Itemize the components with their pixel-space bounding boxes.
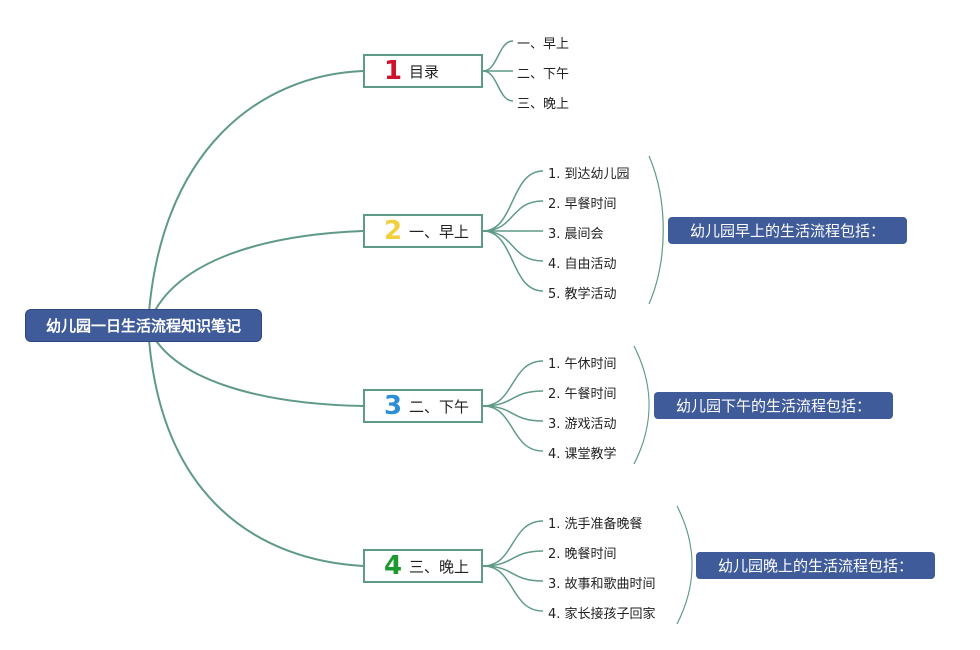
branch-3-item-1[interactable]: 1. 午休时间	[548, 357, 617, 372]
root-topic[interactable]: 幼儿园一日生活流程知识笔记	[25, 309, 262, 342]
branch-4-summary-text: 幼儿园晚上的生活流程包括：	[717, 557, 913, 575]
connector-b4-leaf3	[482, 565, 544, 582]
branch-1-item-2[interactable]: 二、下午	[517, 67, 570, 82]
branch-2-item-3[interactable]: 3. 晨间会	[548, 227, 604, 242]
number-3-icon: 3	[383, 391, 403, 421]
branch-1-topic[interactable]: 1 目录	[363, 54, 483, 88]
branch-2-item-4[interactable]: 4. 自由活动	[548, 257, 617, 272]
branch-2-topic[interactable]: 2 一、早上	[363, 214, 483, 248]
branch-3-item-4[interactable]: 4. 课堂教学	[548, 447, 617, 462]
connector-b2-leaf5	[482, 230, 544, 292]
branch-2-summary[interactable]: 幼儿园早上的生活流程包括：	[668, 217, 907, 244]
branch-4-summary[interactable]: 幼儿园晚上的生活流程包括：	[696, 552, 935, 579]
branch-4-item-4[interactable]: 4. 家长接孩子回家	[548, 607, 656, 622]
branch-4-label: 三、晚上	[409, 557, 470, 576]
bracket-b4	[676, 505, 693, 625]
branch-2-label: 一、早上	[409, 222, 470, 241]
connector-b4-leaf4	[482, 565, 544, 612]
bracket-b2	[648, 155, 664, 305]
branch-4-item-1[interactable]: 1. 洗手准备晚餐	[548, 517, 643, 532]
branch-4-topic[interactable]: 4 三、晚上	[363, 549, 483, 583]
connector-b1-leaf1	[482, 40, 514, 72]
connector-b2-leaf2	[482, 200, 544, 232]
connector-b4-leaf1	[482, 520, 544, 567]
connector-b3-leaf4	[482, 405, 544, 452]
connector-b2-leaf4	[482, 230, 544, 262]
connector-root-b3	[147, 325, 364, 407]
connector-b3-leaf2	[482, 390, 544, 407]
connector-b2-leaf1	[482, 170, 544, 232]
branch-2-summary-text: 幼儿园早上的生活流程包括：	[689, 222, 885, 240]
bracket-b3	[633, 345, 650, 465]
connector-b3-leaf3	[482, 405, 544, 422]
branch-3-topic[interactable]: 3 二、下午	[363, 389, 483, 423]
branch-3-item-2[interactable]: 2. 午餐时间	[548, 387, 617, 402]
branch-1-label: 目录	[409, 62, 440, 81]
branch-3-summary[interactable]: 幼儿园下午的生活流程包括：	[654, 392, 893, 419]
branch-4-item-3[interactable]: 3. 故事和歌曲时间	[548, 577, 656, 592]
connector-root-b4	[147, 325, 364, 567]
number-1-icon: 1	[383, 56, 403, 86]
connector-root-b1	[147, 70, 364, 327]
branch-2-item-5[interactable]: 5. 教学活动	[548, 287, 617, 302]
connector-root-b2	[147, 230, 364, 327]
branch-1-item-1[interactable]: 一、早上	[517, 37, 570, 52]
root-title: 幼儿园一日生活流程知识笔记	[45, 317, 241, 335]
connector-b3-leaf1	[482, 360, 544, 407]
branch-4-item-2[interactable]: 2. 晚餐时间	[548, 547, 617, 562]
branch-2-item-1[interactable]: 1. 到达幼儿园	[548, 167, 630, 182]
number-4-icon: 4	[383, 551, 403, 581]
branch-2-item-2[interactable]: 2. 早餐时间	[548, 197, 617, 212]
connector-b4-leaf2	[482, 550, 544, 567]
branch-1-item-3[interactable]: 三、晚上	[517, 97, 570, 112]
branch-3-summary-text: 幼儿园下午的生活流程包括：	[675, 397, 871, 415]
connector-b1-leaf3	[482, 70, 514, 102]
branch-3-item-3[interactable]: 3. 游戏活动	[548, 417, 617, 432]
branch-3-label: 二、下午	[409, 397, 470, 416]
number-2-icon: 2	[383, 216, 403, 246]
